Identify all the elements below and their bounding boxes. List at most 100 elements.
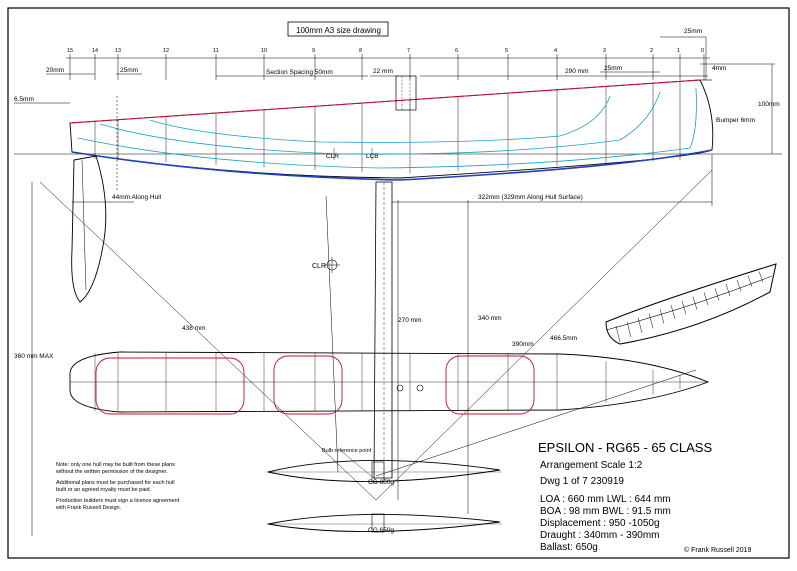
dim-bulb-to-bow: 390mm bbox=[512, 341, 534, 348]
fin-keel bbox=[373, 181, 393, 479]
note-line-2: without the written permission of the de… bbox=[55, 469, 168, 475]
hatch-aft bbox=[95, 357, 245, 415]
perspective-section-line bbox=[670, 304, 676, 320]
sheet-border bbox=[7, 7, 790, 559]
clr-fin-line bbox=[325, 195, 339, 473]
dim-height-100: 100mm bbox=[758, 101, 780, 108]
station-label: 14 bbox=[92, 48, 98, 54]
sheer-line bbox=[69, 79, 701, 124]
dim-transom: 6.5mm bbox=[14, 96, 34, 103]
station-label: 15 bbox=[67, 48, 73, 54]
dim-20mm: 20mm bbox=[46, 67, 64, 74]
perspective-section-line bbox=[758, 271, 764, 283]
label-cg-bottom: CG 650g bbox=[368, 527, 394, 534]
hatch-fwd bbox=[445, 355, 535, 415]
station-label: 0 bbox=[701, 48, 704, 54]
station-label: 1 bbox=[677, 48, 680, 54]
label-clr-fin: CLR bbox=[312, 263, 326, 270]
perspective-section-line bbox=[747, 275, 753, 287]
header-title: 100mm A3 size drawing bbox=[296, 26, 381, 35]
bulb-top bbox=[267, 460, 501, 482]
dim-along-hull-bow: 322mm (329mm Along Hull Surface) bbox=[478, 194, 583, 201]
copyright: © Frank Russell 2019 bbox=[684, 546, 752, 554]
buttock-line-1 bbox=[149, 95, 611, 143]
bulb-bottom bbox=[267, 514, 501, 532]
perspective-section-line bbox=[648, 313, 654, 329]
dim-diag-right: 466.5mm bbox=[550, 335, 577, 342]
bulb-top-fin-slot bbox=[371, 461, 385, 483]
rudder bbox=[71, 155, 107, 303]
dim-fin-width: 22 mm bbox=[373, 68, 393, 75]
station-label: 2 bbox=[650, 48, 653, 54]
dim-25mm-right: 25mm bbox=[604, 65, 622, 72]
perspective-section-line bbox=[703, 292, 709, 306]
station-label: 7 bbox=[407, 48, 410, 54]
mast-hole-fwd bbox=[416, 384, 424, 392]
perspective-section-line bbox=[692, 296, 698, 310]
title-name: EPSILON - RG65 - 65 CLASS bbox=[538, 440, 712, 455]
buttock-line-3 bbox=[77, 87, 697, 169]
dim-25mm-top: 25mm bbox=[684, 28, 702, 35]
title-dwg: Dwg 1 of 7 230919 bbox=[540, 476, 624, 487]
dim-diag-left: 438 mm bbox=[182, 325, 205, 332]
note-line-6: with Frank Russell Design. bbox=[55, 505, 122, 511]
perspective-section-line bbox=[615, 325, 621, 343]
station-label: 9 bbox=[312, 48, 315, 54]
bulb-bottom-fin-slot bbox=[371, 513, 385, 533]
diag-right-line bbox=[375, 169, 713, 501]
dim-max-draught: 360 mm MAX bbox=[14, 353, 54, 360]
title-block: EPSILON - RG65 - 65 CLASS Arrangement Sc… bbox=[538, 440, 752, 554]
station-label: 6 bbox=[455, 48, 458, 54]
profile-sections bbox=[94, 81, 681, 174]
dim-25mm-left: 25mm bbox=[120, 67, 138, 74]
label-cg-top: CG 650g bbox=[368, 479, 394, 486]
perspective-section-line bbox=[659, 309, 665, 324]
fin-box bbox=[395, 75, 417, 111]
perspective-section-line bbox=[725, 283, 731, 297]
hatch-mid bbox=[273, 355, 343, 415]
dim-bulb-depth: 340 mm bbox=[478, 315, 501, 322]
dim-along-hull-stern: 44mm Along Hull bbox=[112, 194, 162, 201]
dim-bumper: Bumper 6mm bbox=[716, 117, 755, 124]
note-line-4: built or an agreed royalty must be paid. bbox=[56, 487, 152, 493]
bulb-ref-leader bbox=[339, 449, 377, 481]
dim-sheer-bow: 4mm bbox=[712, 65, 726, 72]
station-label: 12 bbox=[163, 48, 169, 54]
notes-block: Note: only one hull may be built from th… bbox=[55, 462, 180, 511]
mast-hole-aft bbox=[396, 384, 404, 392]
perspective-section-line bbox=[681, 300, 687, 315]
station-label: 4 bbox=[554, 48, 557, 54]
spec-loa: LOA : 660 mm LWL : 644 mm bbox=[540, 494, 671, 505]
station-label: 3 bbox=[603, 48, 606, 54]
label-clr-hull: CLR bbox=[326, 153, 339, 160]
diag-left-line bbox=[39, 181, 377, 501]
dim-fin-depth: 270 mm bbox=[398, 317, 421, 324]
label-lcb: LCB bbox=[366, 153, 379, 160]
bulb-to-bow-line bbox=[375, 369, 697, 477]
perspective-section-line bbox=[736, 279, 742, 292]
station-label: 10 bbox=[261, 48, 267, 54]
dim-section-spacing: Section Spacing 50mm bbox=[266, 69, 333, 76]
dim-bow-to-fin: 290 mm bbox=[565, 68, 588, 75]
hull-perspective bbox=[605, 263, 777, 345]
spec-displacement: Displacement : 950 -1050g bbox=[540, 518, 660, 529]
note-line-1: Note: only one hull may be built from th… bbox=[56, 462, 175, 468]
keel-line bbox=[71, 149, 713, 181]
note-line-5: Production builders must sign a licence … bbox=[56, 498, 180, 504]
station-label: 11 bbox=[213, 48, 219, 54]
perspective-section-line bbox=[626, 321, 632, 338]
plan-sections bbox=[94, 353, 681, 411]
perspective-section-line bbox=[637, 317, 643, 333]
note-line-3: Additional plans must be purchased for e… bbox=[56, 480, 175, 486]
header-title-box bbox=[287, 21, 389, 37]
station-label: 5 bbox=[505, 48, 508, 54]
spec-ballast: Ballast: 650g bbox=[540, 542, 598, 553]
label-bulb-ref-top: Bulb reference point bbox=[322, 448, 372, 454]
station-label: 13 bbox=[115, 48, 121, 54]
station-label: 8 bbox=[359, 48, 362, 54]
spec-boa: BOA : 98 mm BWL : 91.5 mm bbox=[540, 506, 671, 517]
perspective-section-line bbox=[714, 288, 720, 301]
